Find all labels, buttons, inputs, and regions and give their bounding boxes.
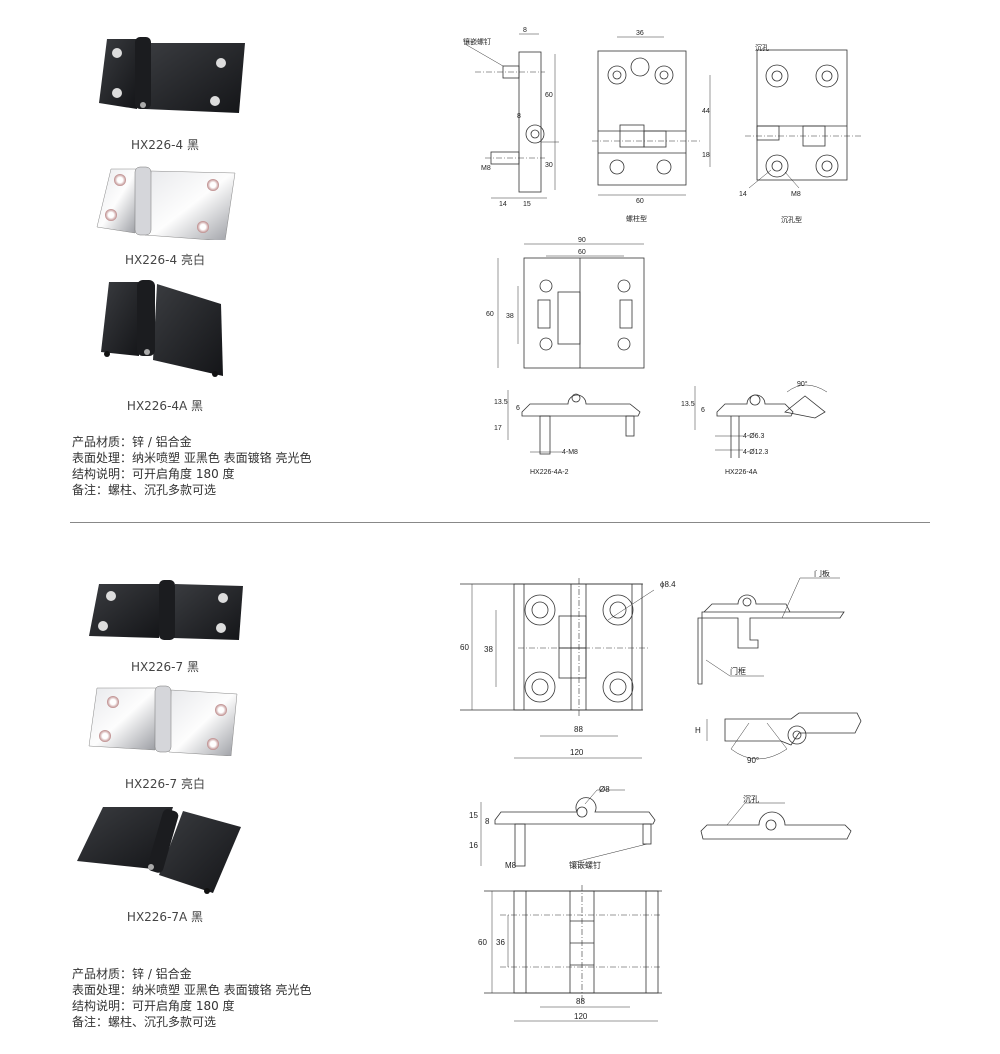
dim-label: 90 xyxy=(578,237,586,244)
dim-label: M8 xyxy=(481,165,491,172)
product-image-hx226-7-chrome xyxy=(85,684,245,760)
dim-label: 17 xyxy=(494,425,502,432)
dim-label: 4-Ø6.3 xyxy=(743,433,765,440)
product-caption: HX226-7 亮白 xyxy=(125,777,205,791)
dim-label: 镶嵌螺钉 xyxy=(463,37,491,46)
drawing-countersink-section: 沉孔 xyxy=(700,795,852,840)
spec-structure: 结构说明：可开启角度 180 度 xyxy=(72,999,235,1013)
product-image-hx226-4a-black xyxy=(95,278,245,382)
dim-label: 门框 xyxy=(730,666,746,676)
drawing-top-view-7: 60 38 88 120 ϕ8.4 xyxy=(460,578,676,759)
dim-label: 8 xyxy=(523,27,527,34)
spec-list: 产品材质：锌 / 铝合金 表面处理：纳米喷塑 亚黑色 表面镀铬 亮光色 结构说明… xyxy=(72,966,311,1030)
spec-finish: 表面处理：纳米喷塑 亚黑色 表面镀铬 亮光色 xyxy=(72,983,312,997)
drawing-caption: HX226-4A xyxy=(725,469,758,476)
hinge-photo xyxy=(99,37,245,113)
spec-note: 备注：螺柱、沉孔多款可选 xyxy=(72,483,217,497)
dim-label: 88 xyxy=(574,725,583,734)
dim-label: 30 xyxy=(545,162,553,169)
dim-label: 镶嵌螺钉 xyxy=(569,860,601,870)
dim-label: 120 xyxy=(570,748,584,757)
dim-label: 门板 xyxy=(814,570,830,578)
dim-label: 60 xyxy=(636,198,644,205)
dim-label: 6 xyxy=(701,407,705,414)
spec-structure: 结构说明：可开启角度 180 度 xyxy=(72,467,235,481)
hinge-photo xyxy=(96,166,236,242)
dim-label: 14 xyxy=(739,191,747,198)
dim-label: ϕ8.4 xyxy=(660,580,676,589)
dim-label: 60 xyxy=(545,92,553,99)
dim-label: 36 xyxy=(496,938,505,947)
drawing-hx226-4a: 13.5 6 90° 4-Ø6.3 4-Ø12.3 HX226-4A xyxy=(681,380,828,476)
dim-label: 18 xyxy=(702,152,710,159)
dim-label: 90° xyxy=(747,756,759,765)
spec-material: 产品材质：锌 / 铝合金 xyxy=(72,967,192,981)
dim-label: Ø8 xyxy=(599,785,610,794)
product-caption: HX226-4 亮白 xyxy=(125,253,205,267)
dim-label: 38 xyxy=(506,313,514,320)
drawing-door-mount: 门板 门框 xyxy=(697,570,845,685)
dim-label: 38 xyxy=(484,645,493,654)
dim-label: 44 xyxy=(702,108,710,115)
product-caption: HX226-7A 黑 xyxy=(126,910,204,924)
product-caption: HX226-7 黑 xyxy=(131,660,199,674)
dim-label: M8 xyxy=(791,191,801,198)
product-caption: HX226-4A 黑 xyxy=(126,399,204,413)
dim-label: H xyxy=(695,726,701,735)
drawing-countersink-angle: H 90° xyxy=(695,712,862,765)
spec-note: 备注：螺柱、沉孔多款可选 xyxy=(72,1015,217,1029)
dim-label: 120 xyxy=(574,1012,588,1021)
product-caption: HX226-4 黑 xyxy=(131,138,199,152)
drawing-hx226-4a-2: 13.5 6 17 4-M8 HX226-4A-2 xyxy=(494,390,641,476)
dim-label: 15 xyxy=(469,811,478,820)
dim-label: 4-Ø12.3 xyxy=(743,449,768,456)
product-image-hx226-7a-black xyxy=(75,803,245,899)
drawing-bottom-view-7: 60 36 88 120 xyxy=(478,885,662,1022)
dim-label: 13.5 xyxy=(681,401,695,408)
drawing-caption: HX226-4A-2 xyxy=(530,469,569,476)
dim-label: 6 xyxy=(516,405,520,412)
dim-label: 60 xyxy=(578,249,586,256)
dim-label: 16 xyxy=(469,841,478,850)
dim-label: 沉孔 xyxy=(755,44,769,52)
dim-label: 8 xyxy=(517,113,521,120)
hinge-photo xyxy=(89,580,243,640)
section-divider xyxy=(70,522,930,523)
drawing-caption: 螺柱型 xyxy=(626,214,647,223)
dim-label: M8 xyxy=(505,861,517,870)
drawing-countersunk-type: 沉孔 14 M8 沉孔型 xyxy=(739,44,861,224)
dim-label: 8 xyxy=(485,817,490,826)
dim-label: 15 xyxy=(523,201,531,208)
drawing-stud-type: 36 44 18 60 螺柱型 xyxy=(592,30,711,223)
dim-label: 60 xyxy=(460,643,469,652)
drawing-top-view: 90 60 60 38 xyxy=(486,237,645,369)
spec-finish: 表面处理：纳米喷塑 亚黑色 表面镀铬 亮光色 xyxy=(72,451,312,465)
product-image-hx226-4-chrome xyxy=(95,165,245,244)
drawing-side-view-7: 15 8 16 M8 Ø8 镶嵌螺钉 xyxy=(469,785,656,870)
dim-label: 60 xyxy=(478,938,487,947)
drawing-caption: 沉孔型 xyxy=(781,215,802,224)
dim-label: 13.5 xyxy=(494,399,508,406)
hinge-photo xyxy=(101,280,223,377)
dim-label: 90° xyxy=(797,380,808,388)
spec-list: 产品材质：锌 / 铝合金 表面处理：纳米喷塑 亚黑色 表面镀铬 亮光色 结构说明… xyxy=(72,434,311,498)
product-image-hx226-4-black xyxy=(95,33,245,117)
dim-label: 沉孔 xyxy=(743,795,759,804)
dim-label: 14 xyxy=(499,201,507,208)
dim-label: 4-M8 xyxy=(562,449,578,456)
spec-material: 产品材质：锌 / 铝合金 xyxy=(72,435,192,449)
hinge-photo xyxy=(77,807,241,894)
dim-label: 88 xyxy=(576,997,585,1006)
product-image-hx226-7-black xyxy=(85,578,245,647)
drawing-side-view: 8 镶嵌螺钉 60 8 M8 30 14 15 xyxy=(463,27,559,208)
hinge-photo xyxy=(88,685,238,757)
dim-label: 60 xyxy=(486,311,494,318)
dim-label: 36 xyxy=(636,30,644,37)
